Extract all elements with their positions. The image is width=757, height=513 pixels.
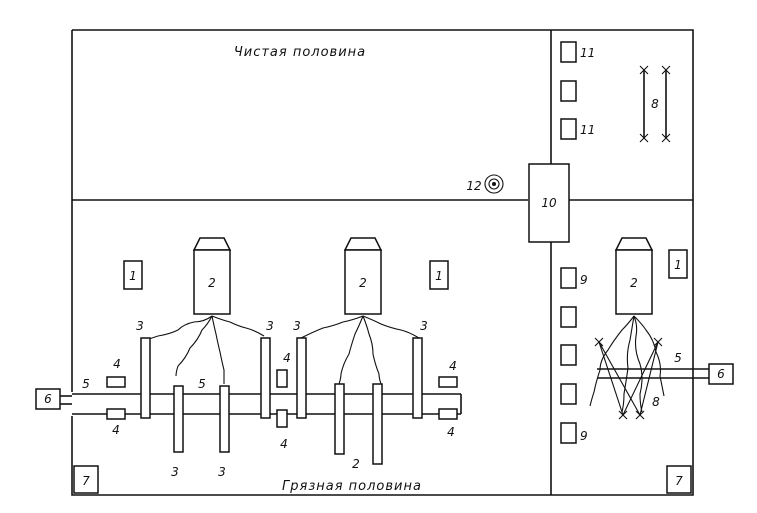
pass-through-box: [528, 163, 570, 243]
label-6-left: 6: [44, 392, 52, 406]
locker-11-c: [560, 118, 577, 140]
label-6-right: 6: [717, 367, 725, 381]
locker-9-e: [560, 422, 577, 444]
label-8-upper: 8: [651, 97, 659, 111]
drain-marker: [484, 174, 504, 194]
label-7-right: 7: [675, 474, 683, 488]
bar-3-d: [412, 337, 423, 419]
label-4-b: 4: [112, 423, 120, 437]
label-4-c: 4: [283, 351, 291, 365]
locker-11-b: [560, 80, 577, 102]
stool-4-f: [438, 408, 458, 420]
label-4-a: 4: [113, 357, 121, 371]
label-5-a: 5: [82, 377, 90, 391]
label-2-middle: 2: [359, 276, 367, 290]
stool-4-b: [106, 408, 126, 420]
locker-9-a: [560, 267, 577, 289]
label-3-c: 3: [293, 319, 301, 333]
corner-box-7-right: [666, 465, 692, 494]
outer-walls: [71, 29, 694, 496]
bench-1-b: [429, 260, 449, 290]
clean-half-title: Чистая половина: [234, 45, 366, 60]
label-5-c: 5: [674, 351, 682, 365]
label-3-a: 3: [136, 319, 144, 333]
locker-9-b: [560, 306, 577, 328]
bar-2-b: [372, 383, 383, 465]
hoist-unit-right: [614, 237, 654, 315]
stool-4-a: [106, 376, 126, 388]
drive-6-right: [708, 363, 734, 385]
label-3-f: 3: [218, 465, 226, 479]
locker-11-a: [560, 41, 577, 63]
label-4-e: 4: [449, 359, 457, 373]
label-10: 10: [541, 196, 557, 210]
label-4-d: 4: [280, 437, 288, 451]
stool-4-e: [438, 376, 458, 388]
bar-2-a: [334, 383, 345, 455]
label-3-b: 3: [266, 319, 274, 333]
label-1-b: 1: [435, 269, 443, 283]
label-9-b: 9: [580, 429, 588, 443]
bench-1-c: [668, 249, 688, 279]
hanging-rails-upper: [639, 65, 671, 143]
bar-3-a: [140, 337, 151, 419]
hoist-unit-left: [192, 237, 232, 315]
locker-9-d: [560, 383, 577, 405]
label-1-a: 1: [129, 269, 137, 283]
label-12: 12: [466, 179, 481, 193]
label-2-right: 2: [630, 276, 638, 290]
hoist-unit-middle: [343, 237, 383, 315]
bar-3-e: [173, 385, 184, 453]
bar-3-f: [219, 385, 230, 453]
label-1-c: 1: [674, 258, 682, 272]
bar-3-c: [296, 337, 307, 419]
label-3-d: 3: [420, 319, 428, 333]
hanging-lines-left: [145, 315, 265, 384]
label-11-b: 11: [580, 123, 595, 137]
bench-1-a: [123, 260, 143, 290]
stool-4-c: [276, 369, 288, 388]
label-4-f: 4: [447, 425, 455, 439]
dirty-half-title: Грязная половина: [282, 479, 422, 494]
stool-4-d: [276, 409, 288, 428]
label-9-a: 9: [580, 273, 588, 287]
label-2-lower: 2: [352, 457, 360, 471]
label-3-e: 3: [171, 465, 179, 479]
conveyor-track-right: [597, 368, 709, 379]
corner-box-7-left: [73, 465, 99, 494]
label-5-b: 5: [198, 377, 206, 391]
label-8-lower: 8: [652, 395, 660, 409]
drive-6-left: [35, 388, 61, 410]
label-11-a: 11: [580, 46, 595, 60]
bar-3-b: [260, 337, 271, 419]
hanging-rails-lower: [594, 337, 663, 420]
hanging-lines-middle: [300, 315, 420, 385]
label-2-left: 2: [208, 276, 216, 290]
locker-9-c: [560, 344, 577, 366]
label-7-left: 7: [82, 474, 90, 488]
